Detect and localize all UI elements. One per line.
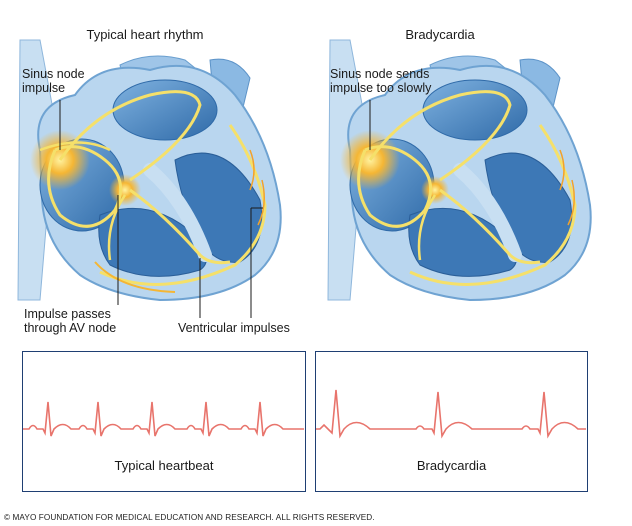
ecg-typical-trace [23,401,304,437]
ecg-bradycardia-trace [316,389,586,439]
copyright-text: © MAYO FOUNDATION FOR MEDICAL EDUCATION … [4,513,375,522]
sinus-node-label-left: Sinus node impulse [22,67,85,95]
ecg-bradycardia-box: Bradycardia [315,351,588,492]
ventricular-impulses-label: Ventricular impulses [178,321,290,335]
av-node-label: Impulse passes through AV node [24,307,117,335]
left-panel-title: Typical heart rhythm [86,27,204,42]
ecg-typical-label: Typical heartbeat [114,458,214,473]
right-panel-title: Bradycardia [405,27,475,42]
ecg-bradycardia-label: Bradycardia [416,458,487,473]
ecg-typical-box: Typical heartbeat [22,351,306,492]
sinus-node-label-right: Sinus node sends impulse too slowly [330,67,432,95]
